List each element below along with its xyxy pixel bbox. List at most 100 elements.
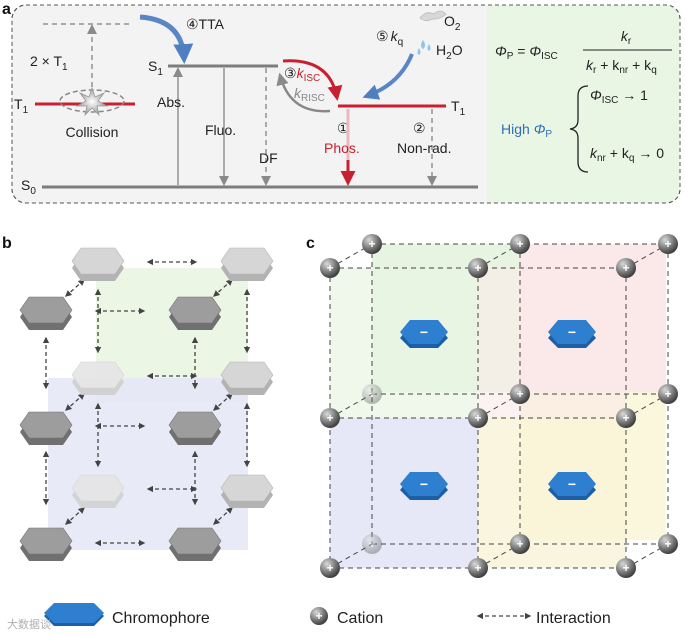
svg-text:−: − — [420, 324, 428, 340]
formula-background — [487, 6, 679, 202]
s1-label: S — [148, 58, 157, 74]
legend-chromophore-icon — [44, 603, 104, 626]
panel-b-hexagon — [220, 474, 274, 508]
collision-burst-icon — [75, 86, 109, 117]
svg-text:ΦP = ΦISC: ΦP = ΦISC — [495, 43, 558, 62]
panel-c-cation: + — [362, 534, 382, 554]
panel-b-hexagon — [71, 247, 125, 281]
svg-text:kRISC: kRISC — [294, 85, 325, 104]
svg-text:H2O: H2O — [436, 42, 463, 62]
svg-text:knr + kq → 0: knr + kq → 0 — [590, 145, 664, 164]
panel-c-green-front — [330, 268, 478, 418]
svg-text:+: + — [664, 387, 671, 401]
svg-text:③kISC: ③kISC — [284, 65, 320, 84]
panel-b-hexagon — [168, 296, 222, 330]
panel-c-cation: + — [616, 558, 636, 578]
panel-c-chromophore: − — [400, 472, 448, 500]
svg-text:⑤kq: ⑤kq — [376, 28, 403, 48]
h2o-label: H — [436, 42, 446, 58]
condition-brace — [569, 85, 589, 173]
svg-text:+: + — [326, 261, 333, 275]
panel-c-cation: + — [510, 384, 530, 404]
svg-text:+: + — [664, 537, 671, 551]
panel-a-label: a — [2, 1, 11, 18]
panel-b-interaction-arrow — [65, 279, 85, 297]
panel-c-cation: + — [468, 408, 488, 428]
panel-c-label: c — [306, 235, 315, 252]
isc-k: k — [297, 65, 305, 81]
svg-text:+: + — [474, 561, 481, 575]
panel-c-cation: + — [616, 408, 636, 428]
svg-text:+: + — [326, 411, 333, 425]
panel-b-hexagon — [19, 527, 73, 561]
watermark-text: 大数据谈 — [7, 617, 51, 631]
panel-b-chromophores — [19, 247, 274, 561]
legend: Chromophore 大数据谈 + Cation Interaction — [7, 603, 611, 631]
panel-c-cation: + — [658, 234, 678, 254]
svg-text:+: + — [326, 561, 333, 575]
svg-text:−: − — [568, 324, 576, 340]
svg-text:+: + — [368, 387, 375, 401]
panel-b-hexagon — [220, 361, 274, 395]
quench-arrow — [362, 53, 414, 100]
legend-chromophore-label: Chromophore — [112, 610, 210, 627]
svg-text:−: − — [568, 476, 576, 492]
svg-text:kr: kr — [621, 28, 632, 47]
svg-text:O2: O2 — [444, 13, 461, 33]
t1-label-right: T — [451, 98, 460, 114]
svg-text:T1: T1 — [14, 96, 29, 116]
tta-label: ④TTA — [186, 16, 225, 32]
panel-c-cation: + — [468, 558, 488, 578]
panel-b-hexagon — [71, 474, 125, 508]
svg-text:+: + — [622, 561, 629, 575]
condition-rates: k — [590, 145, 598, 161]
svg-text:+: + — [315, 609, 322, 623]
svg-text:2 × T1: 2 × T1 — [30, 53, 68, 73]
svg-text:T1: T1 — [451, 98, 466, 118]
o2-label: O — [444, 13, 455, 29]
quench-circled: ⑤ — [376, 28, 389, 44]
quench-k: k — [391, 28, 399, 44]
panel-c-cation: + — [362, 234, 382, 254]
oxygen-cloud-icon — [419, 10, 447, 22]
panel-c-cations: ++++++++++++++++++ — [320, 234, 678, 578]
panel-b-blue-plane — [48, 378, 248, 550]
svg-text:+: + — [516, 537, 523, 551]
svg-text:ΦISC → 1: ΦISC → 1 — [590, 87, 648, 106]
panel-c-cation: + — [320, 408, 340, 428]
legend-cation-icon: + — [310, 607, 328, 625]
phos-circled: ① — [337, 120, 350, 136]
panel-c-cation: + — [616, 258, 636, 278]
panel-b-hexagon — [19, 296, 73, 330]
nonrad-circled: ② — [413, 120, 426, 136]
svg-text:+: + — [368, 537, 375, 551]
abs-label: Abs. — [157, 94, 185, 110]
panel-c-chromophores: − − − − — [400, 320, 596, 500]
svg-text:+: + — [516, 387, 523, 401]
svg-text:S1: S1 — [148, 58, 163, 78]
svg-text:High ΦP: High ΦP — [501, 121, 552, 140]
panel-c-cation: + — [320, 558, 340, 578]
risc-k: k — [294, 85, 302, 101]
high-phi-label: High — [501, 121, 534, 137]
svg-text:+: + — [664, 237, 671, 251]
panel-c-chromophore: − — [548, 320, 596, 348]
svg-text:S0: S0 — [21, 177, 36, 197]
t1-label-left: T — [14, 96, 23, 112]
panel-b-hexagon — [71, 361, 125, 395]
panel-c-red-front — [478, 268, 626, 418]
panel-c-cation: + — [468, 258, 488, 278]
phos-label: Phos. — [324, 140, 360, 156]
panel-c-cation: + — [320, 258, 340, 278]
formula-denominator: k — [586, 57, 594, 73]
svg-text:+: + — [622, 411, 629, 425]
svg-text:kr + knr + kq: kr + knr + kq — [586, 57, 657, 76]
svg-text:+: + — [474, 261, 481, 275]
panel-c-chromophore: − — [400, 320, 448, 348]
panel-b-hexagon — [19, 411, 73, 445]
isc-arrow — [282, 59, 343, 101]
legend-cation-label: Cation — [337, 610, 383, 627]
svg-text:−: − — [420, 476, 428, 492]
